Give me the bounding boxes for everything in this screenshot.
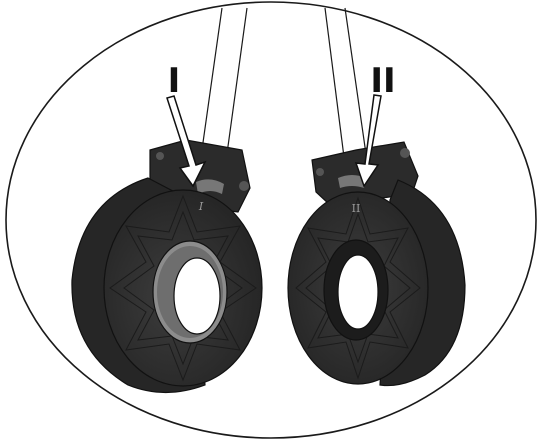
right-eartip-opening [338, 255, 378, 329]
right-cable-line [325, 8, 345, 165]
left-eartip-opening [174, 258, 220, 334]
right-engraved-marking: II [352, 202, 361, 215]
right-callout-label: II [370, 61, 395, 101]
left-engraved-marking: I [198, 200, 204, 213]
right-cable-line [345, 8, 368, 168]
oval-frame [6, 2, 536, 438]
left-callout-label: I [168, 61, 181, 101]
